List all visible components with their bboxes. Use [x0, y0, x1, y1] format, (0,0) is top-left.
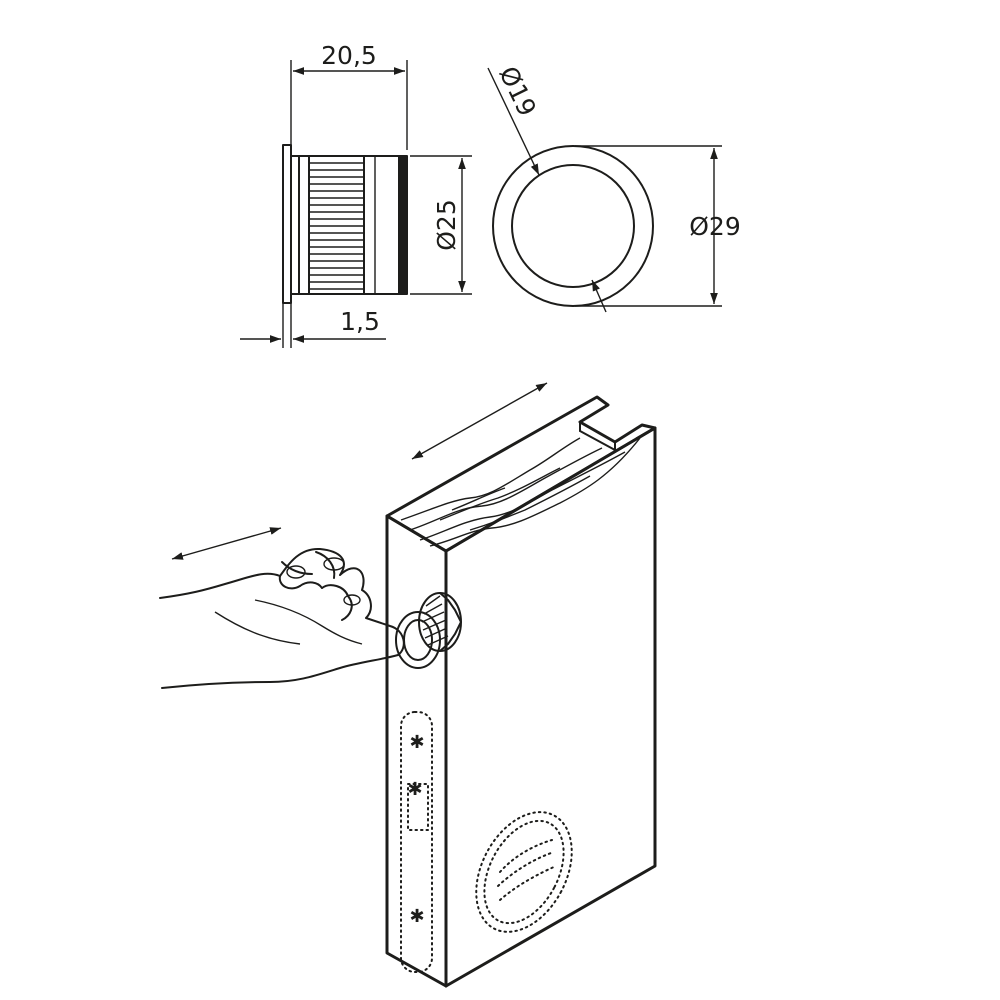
recessed-handle-outline	[475, 811, 573, 933]
outer-diameter-label: Ø25	[432, 199, 461, 251]
length-label: 20,5	[321, 41, 377, 70]
door-top-face	[385, 395, 657, 553]
pull-direction-arrow	[171, 527, 282, 560]
hand-illustration	[159, 527, 405, 689]
knurling	[309, 162, 364, 290]
finger-pull-knob	[395, 592, 462, 669]
side-view: 20,5 Ø25 1,5	[240, 41, 472, 348]
screw-mark-icon: ✱	[407, 779, 422, 800]
flange-circle	[492, 145, 654, 307]
end-ring	[398, 156, 407, 294]
fixing-strip	[400, 711, 433, 973]
door-illustration: ✱ ✱ ✱	[159, 382, 657, 988]
flange-thickness-label: 1,5	[340, 307, 380, 336]
screw-mark-icon: ✱	[409, 732, 424, 753]
flange-profile	[282, 144, 292, 304]
sliding-direction-arrow	[411, 382, 548, 460]
front-view: Ø19 Ø29	[487, 62, 741, 313]
screw-mark-icon: ✱	[409, 906, 424, 927]
inner-diameter-label: Ø19	[493, 62, 542, 121]
bore-circle	[511, 164, 635, 288]
wood-grain	[400, 437, 641, 547]
flange-diameter-label: Ø29	[689, 212, 741, 241]
inner-diameter-leader	[487, 67, 540, 176]
